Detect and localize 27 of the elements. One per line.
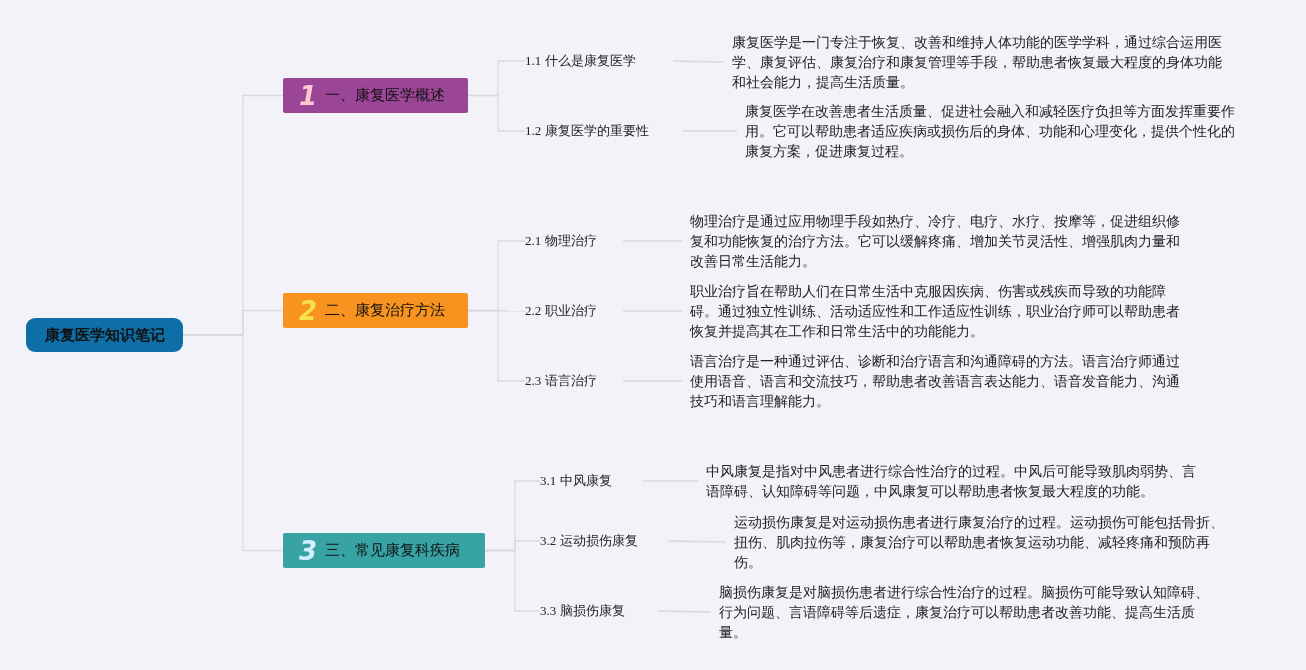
subtopic-label: 3.3 脑损伤康复 bbox=[540, 602, 650, 620]
description-text: 物理治疗是通过应用物理手段如热疗、冷疗、电疗、水疗、按摩等，促进组织修复和功能恢复的治疗方法。它可以缓解疼痛、增加关节灵活性、增强肌肉力量和改善日常生活能力。 bbox=[690, 211, 1190, 271]
section-number: 1 bbox=[299, 80, 318, 111]
description-text: 运动损伤康复是对运动损伤患者进行康复治疗的过程。运动损伤可能包括骨折、扭伤、肌肉拉伤等，康复治疗可以帮助患者恢复运动功能、减轻疼痛和预防再伤。 bbox=[734, 512, 1234, 572]
root-topic-box bbox=[26, 318, 183, 352]
topic-title: 二、康复治疗方法 bbox=[325, 301, 446, 320]
description-text: 康复医学在改善患者生活质量、促进社会融入和减轻医疗负担等方面发挥重要作用。它可以帮助患者适应疾病或损伤后的身体、功能和心理变化，提供个性化的康复方案，促进康复过程。 bbox=[745, 101, 1245, 161]
subtopic-label: 2.1 物理治疗 bbox=[525, 232, 615, 250]
subtopic-label: 1.2 康复医学的重要性 bbox=[525, 122, 675, 140]
subtopic-label: 3.2 运动损伤康复 bbox=[540, 532, 660, 550]
subtopic-label: 1.1 什么是康复医学 bbox=[525, 52, 665, 70]
description-text: 职业治疗旨在帮助人们在日常生活中克服因疾病、伤害或残疾而导致的功能障碍。通过独立性训练、活动适应性和工作适应性训练，职业治疗师可以帮助患者恢复并提高其在工作和日常生活中的功能能力。 bbox=[690, 281, 1190, 341]
description-text: 脑损伤康复是对脑损伤患者进行综合性治疗的过程。脑损伤可能导致认知障碍、行为问题、言语障碍等后遗症，康复治疗可以帮助患者改善功能、提高生活质量。 bbox=[719, 582, 1219, 642]
subtopic-label: 3.1 中风康复 bbox=[540, 472, 635, 490]
topic-box bbox=[283, 78, 468, 113]
root-title: 康复医学知识笔记 bbox=[44, 325, 165, 345]
topic-box bbox=[283, 533, 485, 568]
topic-title: 一、康复医学概述 bbox=[325, 86, 446, 105]
topic-box bbox=[283, 293, 468, 328]
section-number: 3 bbox=[299, 535, 318, 566]
description-text: 康复医学是一门专注于恢复、改善和维持人体功能的医学学科，通过综合运用医学、康复评估、康复治疗和康复管理等手段，帮助患者恢复最大程度的身体功能和社会能力，提高生活质量。 bbox=[732, 32, 1232, 92]
section-number: 2 bbox=[299, 295, 318, 326]
subtopic-label: 2.3 语言治疗 bbox=[525, 372, 615, 390]
topic-title: 三、常见康复科疾病 bbox=[325, 541, 461, 560]
description-text: 中风康复是指对中风患者进行综合性治疗的过程。中风后可能导致肌肉弱势、言语障碍、认知障碍等问题，中风康复可以帮助患者恢复最大程度的功能。 bbox=[706, 461, 1206, 501]
subtopic-label: 2.2 职业治疗 bbox=[525, 302, 615, 320]
description-text: 语言治疗是一种通过评估、诊断和治疗语言和沟通障碍的方法。语言治疗师通过使用语音、语言和交流技巧，帮助患者改善语言表达能力、语音发音能力、沟通技巧和语言理解能力。 bbox=[690, 351, 1190, 411]
